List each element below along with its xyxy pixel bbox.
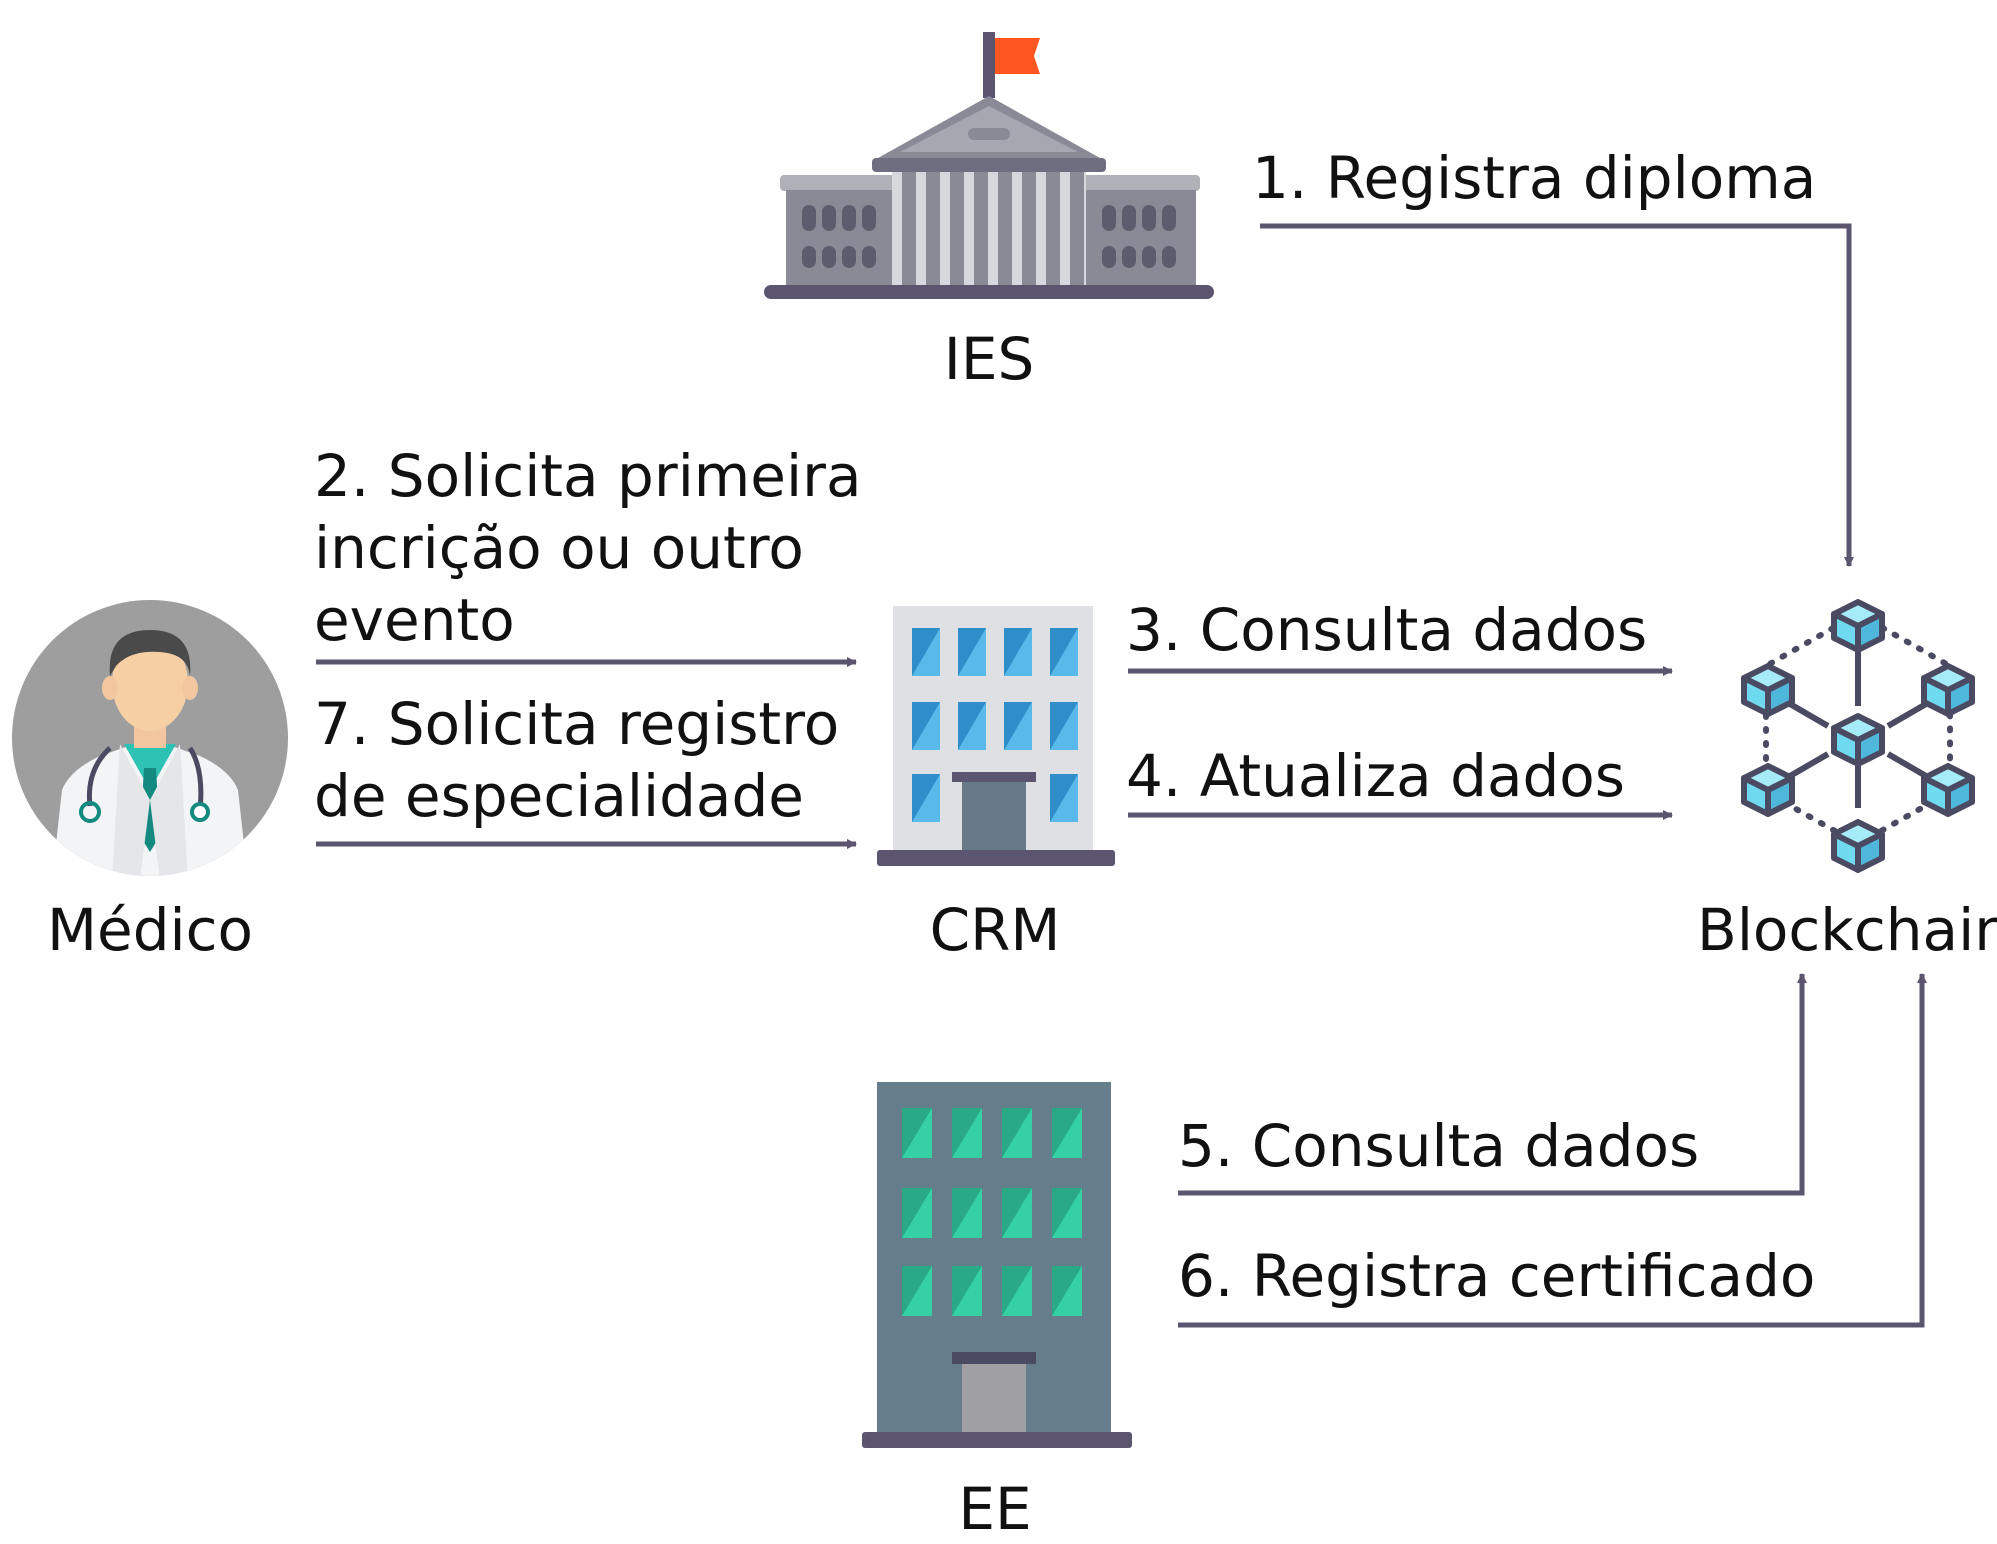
step-5-label: 5. Consulta dados: [1178, 1112, 1700, 1180]
doctor-avatar-icon: [12, 600, 288, 876]
step-6-label: 6. Registra certificado: [1178, 1242, 1816, 1310]
step-2-label: 2. Solicita primeira incrição ou outro e…: [314, 440, 862, 656]
ies-building-icon: [764, 32, 1214, 299]
ies-label: IES: [943, 325, 1035, 393]
ee-label: EE: [958, 1475, 1032, 1543]
step-7-line-1: 7. Solicita registro: [314, 690, 840, 758]
blockchain-cube-icon: [1741, 663, 1795, 717]
arrow-1-ies-to-blockchain: [1260, 223, 1854, 567]
blockchain-cube-icon: [1831, 713, 1885, 767]
ee-building-icon: [862, 1082, 1132, 1448]
step-2-line-1: 2. Solicita primeira: [314, 442, 862, 510]
blockchain-cube-icon: [1921, 663, 1975, 717]
crm-label: CRM: [929, 896, 1061, 964]
arrow-5-ee-to-blockchain: [1178, 973, 1807, 1196]
blockchain-cube-icon: [1831, 819, 1885, 873]
blockchain-cube-icon: [1921, 763, 1975, 817]
step-3-label: 3. Consulta dados: [1126, 596, 1648, 664]
step-7-line-2: de especialidade: [314, 762, 804, 830]
arrows: [316, 223, 1927, 1328]
step-1-label: 1. Registra diploma: [1252, 144, 1817, 212]
medico-label: Médico: [46, 896, 254, 964]
blockchain-network-icon: [1741, 599, 1975, 873]
step-7-label: 7. Solicita registro de especialidade: [314, 688, 839, 832]
arrow-6-ee-to-blockchain: [1178, 973, 1927, 1328]
ies-flag: [995, 38, 1040, 74]
step-4-label: 4. Atualiza dados: [1126, 742, 1626, 810]
blockchain-cube-icon: [1741, 763, 1795, 817]
blockchain-cube-icon: [1831, 599, 1885, 653]
step-2-line-3: evento: [314, 586, 515, 654]
crm-building-icon: [877, 606, 1115, 866]
blockchain-label: Blockchain: [1697, 896, 1997, 964]
step-2-line-2: incrição ou outro: [314, 514, 804, 582]
